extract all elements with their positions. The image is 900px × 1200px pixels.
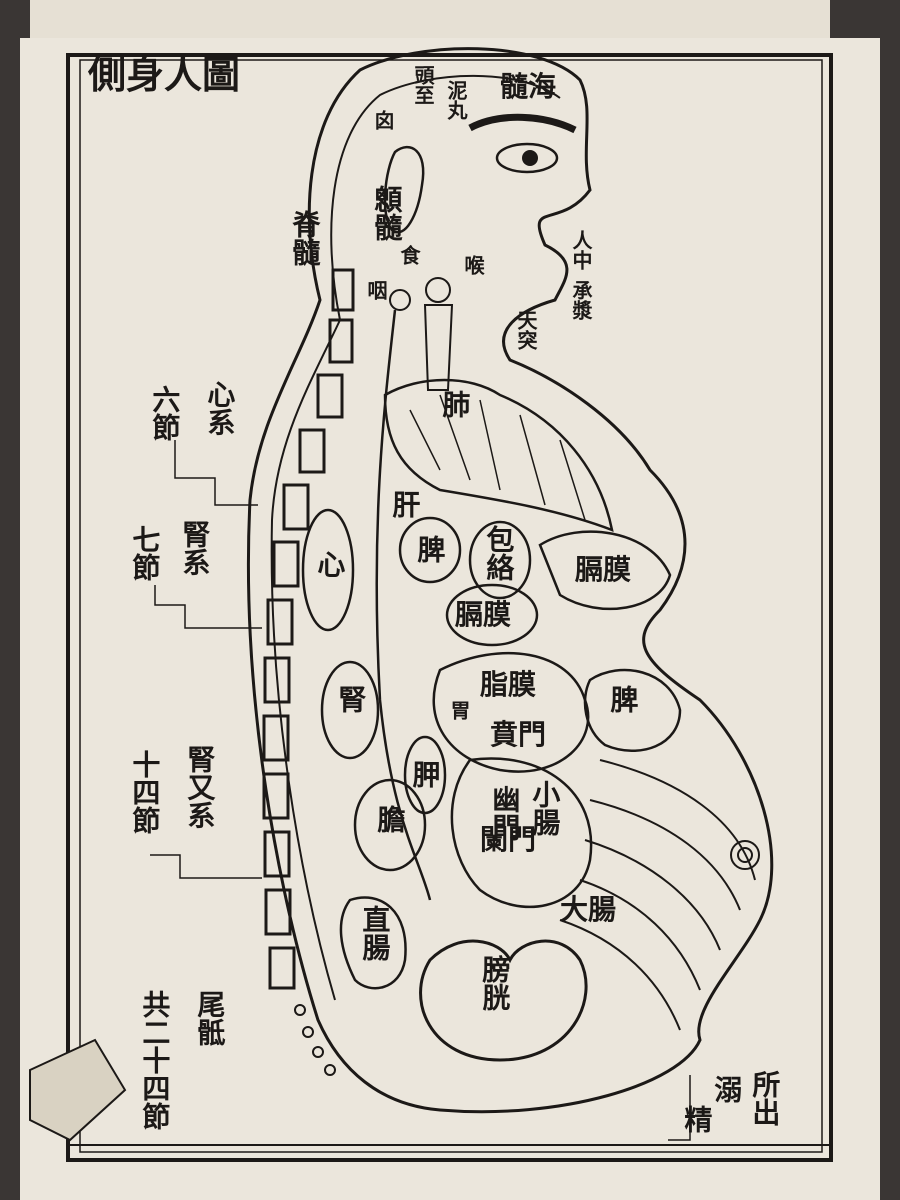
intestine-spiral xyxy=(730,840,760,870)
spleen-small-label: 脾 xyxy=(413,535,447,563)
windpipe-label: 喉 xyxy=(461,255,485,275)
rectum-label: 直腸 xyxy=(358,905,392,961)
sixth-vertebra-label: 六節 xyxy=(148,385,182,441)
lung-outline xyxy=(383,378,614,532)
coccyx-bead xyxy=(312,1046,324,1058)
vertebra xyxy=(264,888,292,936)
urine-label: 溺 xyxy=(710,1075,744,1103)
pericardium-label: 包絡 xyxy=(482,525,516,581)
inner-border xyxy=(79,59,823,1153)
page-title: 側身人圖 xyxy=(88,52,241,97)
body-outline xyxy=(246,47,774,1114)
coccyx-bead xyxy=(324,1064,336,1076)
small-intestine-label: 小腸 xyxy=(528,780,562,836)
spinal-marrow-label: 脊髓 xyxy=(288,210,322,266)
cardia-label: 賁門 xyxy=(490,718,547,751)
throat-notch-label: 天突 xyxy=(514,310,538,350)
ileocecal-gate-label: 闌門 xyxy=(480,823,537,856)
windpipe-ring xyxy=(425,277,451,303)
vertebra xyxy=(316,373,344,419)
bladder-shape xyxy=(419,939,588,1062)
marrow-stalk-label: 顖髓 xyxy=(370,185,404,241)
connector-sixth xyxy=(174,440,258,506)
rectum-shape xyxy=(339,896,407,990)
vertebra xyxy=(266,598,294,646)
vertebra xyxy=(298,428,326,474)
intestine-spiral xyxy=(737,847,753,863)
gullet-label: 咽 xyxy=(364,280,388,300)
eye xyxy=(495,142,559,174)
fontanel-label: 囟 xyxy=(371,110,395,130)
vertebra xyxy=(268,946,296,990)
outer-border xyxy=(66,53,833,1162)
kidney-label: 腎 xyxy=(334,685,368,713)
connector-seventh xyxy=(154,585,262,629)
fat-membrane-label: 脂膜 xyxy=(480,668,537,701)
vertebra xyxy=(328,318,354,364)
coccyx-bead xyxy=(302,1026,314,1038)
kidney-shape xyxy=(320,660,380,760)
kidney-connection-label: 腎系 xyxy=(178,520,212,576)
bladder-label: 膀胱 xyxy=(478,955,512,1011)
vertebra xyxy=(282,483,310,531)
coccyx-label: 尾骶 xyxy=(193,990,227,1046)
spleen-right-label: 脾 xyxy=(606,685,640,713)
diaphragm-lower-label: 膈膜 xyxy=(455,598,512,631)
lower-diaphragm-shape xyxy=(445,583,539,647)
spleen-right-shape xyxy=(583,668,682,753)
vertebra xyxy=(272,540,300,588)
gallbladder-label: 膽 xyxy=(373,805,407,833)
fourteenth-vertebra-label: 十四節 xyxy=(128,750,162,834)
book-page xyxy=(20,38,880,1200)
food-pipe-label: 食 xyxy=(397,245,421,265)
eyebrow xyxy=(468,113,577,134)
seventh-vertebra-label: 七節 xyxy=(128,525,162,581)
ear xyxy=(383,146,425,234)
heart-side-label: 心 xyxy=(313,550,347,578)
connector-bottom xyxy=(668,1075,691,1141)
total-vertebrae-label: 共二十四節 xyxy=(138,990,172,1130)
diaphragm-upper-label: 膈膜 xyxy=(575,553,632,586)
large-intestine-coils xyxy=(559,759,756,1031)
essence-label: 精 xyxy=(680,1105,714,1133)
kidney-again-label: 腎又系 xyxy=(183,745,217,829)
chin-label: 承漿 xyxy=(569,280,593,320)
lung-label: 肺 xyxy=(438,390,472,418)
esophagus xyxy=(375,309,432,901)
stomach-label: 胃 xyxy=(447,700,471,720)
liver-shape xyxy=(301,508,355,632)
liver-label: 肝 xyxy=(388,490,422,518)
philtrum-label: 人中 xyxy=(569,230,593,270)
marrow-sea-label: 髓海 xyxy=(500,70,557,103)
torn-corner xyxy=(29,1038,127,1142)
pericardium-shape xyxy=(468,520,532,600)
gallbladder-shape xyxy=(353,778,427,872)
vertebra xyxy=(262,714,290,762)
vertebra xyxy=(263,830,291,878)
heart-lower-label: 胛 xyxy=(408,760,442,788)
heart-connection-label: 心系 xyxy=(203,380,237,436)
head-top-label: 頭至 xyxy=(411,65,435,105)
trachea xyxy=(423,304,454,391)
pylorus-label: 幽門 xyxy=(488,785,522,841)
vertebra xyxy=(262,772,290,820)
coccyx-bead xyxy=(294,1004,306,1016)
brain-label: 泥丸 xyxy=(444,80,468,120)
connector-fourteenth xyxy=(150,854,262,879)
diaphragm-shape xyxy=(538,530,672,611)
exit-label: 所出 xyxy=(748,1070,782,1126)
pupil xyxy=(522,150,538,166)
vertebra xyxy=(263,656,291,704)
spleen-small-shape xyxy=(398,516,462,584)
small-intestine-shape xyxy=(450,757,593,909)
gullet-ring xyxy=(389,289,411,311)
lung-lobe-lines xyxy=(409,394,586,521)
vertebra xyxy=(331,268,355,312)
stomach-shape xyxy=(432,651,590,773)
large-intestine-label: 大腸 xyxy=(560,893,617,926)
